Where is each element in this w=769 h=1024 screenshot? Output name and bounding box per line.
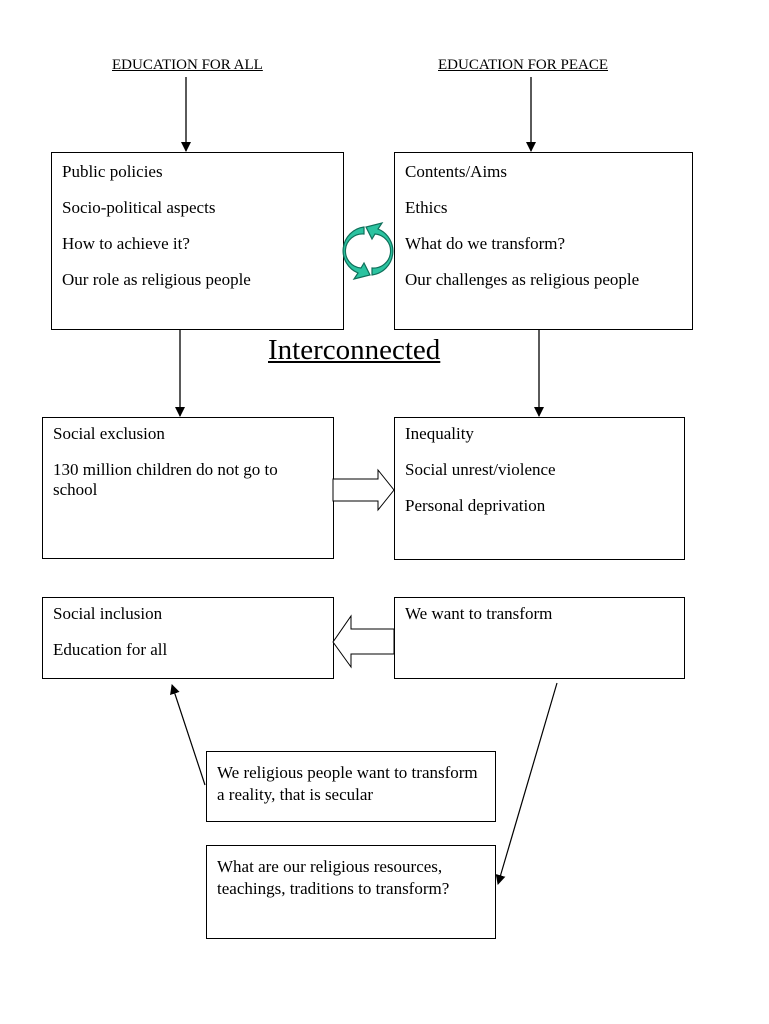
box-public-policies: Public policies Socio-political aspects … <box>51 152 344 330</box>
box-line: Ethics <box>405 198 448 217</box>
box-line: Socio-political aspects <box>62 198 216 217</box>
box-line: What do we transform? <box>405 234 566 253</box>
box-line: Public policies <box>62 162 163 181</box>
block-arrow-right <box>332 468 395 512</box>
circular-arrow-icon <box>342 222 394 280</box>
block-arrow-left <box>332 614 395 669</box>
box-we-want-to-transform: We want to transform <box>394 597 685 679</box>
interconnected-label: Interconnected <box>268 334 441 366</box>
box-line: Social unrest/violence <box>405 460 556 479</box>
box-line: How to achieve it? <box>62 234 190 253</box>
box-contents-aims: Contents/Aims Ethics What do we transfor… <box>394 152 693 330</box>
box-line: Our role as religious people <box>62 270 251 289</box>
heading-education-for-peace: EDUCATION FOR PEACE <box>438 57 609 73</box>
box-line: We want to transform <box>405 604 553 623</box>
box-social-inclusion: Social inclusion Education for all <box>42 597 334 679</box>
box-line: Inequality <box>405 424 474 443</box>
box-line: Social inclusion <box>53 604 163 623</box>
box-line: Our challenges as religious people <box>405 270 640 289</box>
box-line: Contents/Aims <box>405 162 508 181</box>
box-line: Personal deprivation <box>405 496 546 515</box>
box-text: What are our religious resources, teachi… <box>217 857 450 898</box>
box-line: 130 million children do not go to school <box>53 460 278 499</box>
box-religious-resources-note: What are our religious resources, teachi… <box>206 845 496 939</box>
arrow-transform-to-resources-note <box>495 682 558 885</box>
box-social-exclusion: Social exclusion 130 million children do… <box>42 417 334 559</box>
box-line: Social exclusion <box>53 424 165 443</box>
arrow-note-to-social-inclusion <box>170 684 206 786</box>
heading-education-for-all: EDUCATION FOR ALL <box>112 57 263 73</box>
box-religious-people-note: We religious people want to transform a … <box>206 751 496 822</box>
box-inequality: Inequality Social unrest/violence Person… <box>394 417 685 560</box>
box-line: Education for all <box>53 640 168 659</box>
box-text: We religious people want to transform a … <box>217 763 478 804</box>
